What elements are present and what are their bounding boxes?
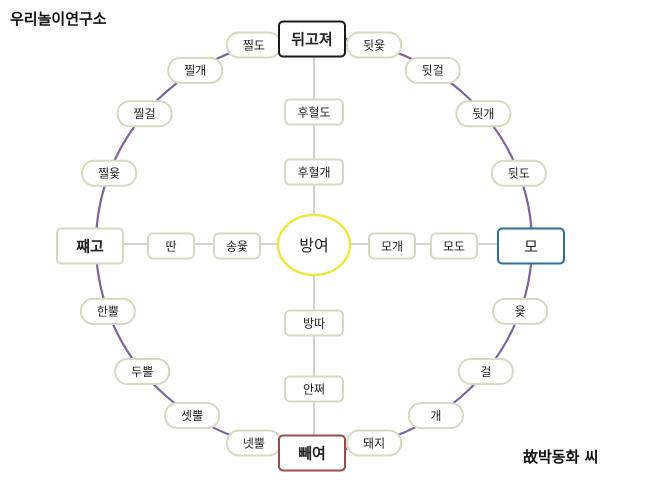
station-label: 안쩌 xyxy=(303,382,325,396)
corner-station-left: 쨰고 xyxy=(56,227,124,265)
station-label: 찔도 xyxy=(243,38,265,52)
perimeter-station: 넷뿔 xyxy=(225,429,282,457)
corner-station-bottom: 빼여 xyxy=(278,434,346,472)
perimeter-station: 개 xyxy=(407,402,464,430)
station-label: 뒷윷 xyxy=(363,38,385,52)
inner-station: 후혈도 xyxy=(284,98,344,126)
station-label: 찔개 xyxy=(184,64,206,78)
inner-station: 모개 xyxy=(368,232,416,260)
station-label: 셋뿔 xyxy=(181,409,203,423)
corner-station-top: 뒤고져 xyxy=(278,20,346,58)
inner-station: 안쩌 xyxy=(284,375,344,403)
station-label: 뒷도 xyxy=(508,167,530,181)
station-label: 빼여 xyxy=(298,444,326,462)
station-label: 넷뿔 xyxy=(243,436,265,450)
station-label: 개 xyxy=(430,409,441,423)
perimeter-station: 한뿔 xyxy=(79,297,136,325)
perimeter-station: 윷 xyxy=(492,297,549,325)
perimeter-station: 뒷걸 xyxy=(404,56,461,84)
inner-station: 방따 xyxy=(284,309,344,337)
station-label: 모개 xyxy=(381,239,403,253)
station-label: 모 xyxy=(524,237,538,255)
station-label: 걸 xyxy=(480,365,491,379)
inner-station: 모도 xyxy=(430,232,478,260)
station-label: 딴 xyxy=(165,239,176,253)
perimeter-station: 두뿔 xyxy=(114,357,171,385)
station-label: 모도 xyxy=(443,239,465,253)
station-label: 방따 xyxy=(303,316,325,330)
inner-station: 송윷 xyxy=(213,232,261,260)
station-label: 뒷걸 xyxy=(422,64,444,78)
page-title: 우리놀이연구소 xyxy=(10,10,107,28)
perimeter-station: 걸 xyxy=(457,357,514,385)
station-label: 돼지 xyxy=(363,436,385,450)
perimeter-station: 찔걸 xyxy=(116,100,173,128)
credit-text: 故박동화 씨 xyxy=(523,448,599,466)
station-label: 찔윷 xyxy=(98,167,120,181)
station-label: 뒷개 xyxy=(472,107,494,121)
corner-station-right: 모 xyxy=(497,227,565,265)
center-station: 방여 xyxy=(276,213,352,277)
inner-station: 후혈개 xyxy=(284,158,344,186)
center-label: 방여 xyxy=(299,236,328,255)
perimeter-station: 돼지 xyxy=(346,429,403,457)
station-label: 윷 xyxy=(515,305,526,319)
station-label: 한뿔 xyxy=(97,305,119,319)
perimeter-station: 뒷윷 xyxy=(346,31,403,59)
station-label: 후혈개 xyxy=(297,165,330,179)
inner-station: 딴 xyxy=(147,232,195,260)
perimeter-station: 셋뿔 xyxy=(164,402,221,430)
station-label: 쨰고 xyxy=(76,237,104,255)
station-label: 찔걸 xyxy=(134,107,156,121)
perimeter-station: 뒷개 xyxy=(455,100,512,128)
station-label: 뒤고져 xyxy=(291,30,332,48)
perimeter-station: 찔개 xyxy=(167,56,224,84)
station-label: 후혈도 xyxy=(297,105,330,119)
perimeter-station: 찔윷 xyxy=(81,159,138,187)
perimeter-station: 찔도 xyxy=(225,31,282,59)
station-label: 송윷 xyxy=(226,239,248,253)
station-label: 두뿔 xyxy=(131,365,153,379)
perimeter-station: 뒷도 xyxy=(490,159,547,187)
